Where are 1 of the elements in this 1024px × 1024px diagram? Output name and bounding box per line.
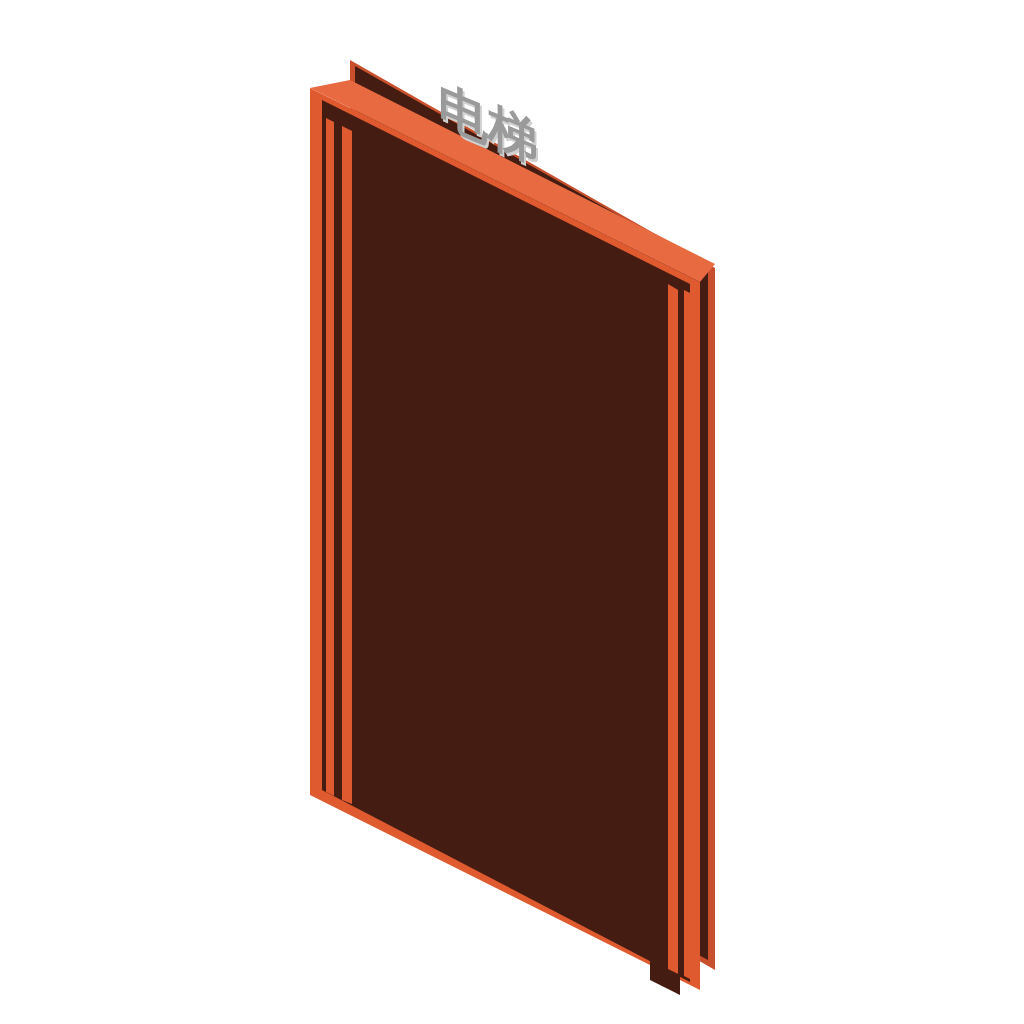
sign-text: 电梯 [438,78,538,171]
